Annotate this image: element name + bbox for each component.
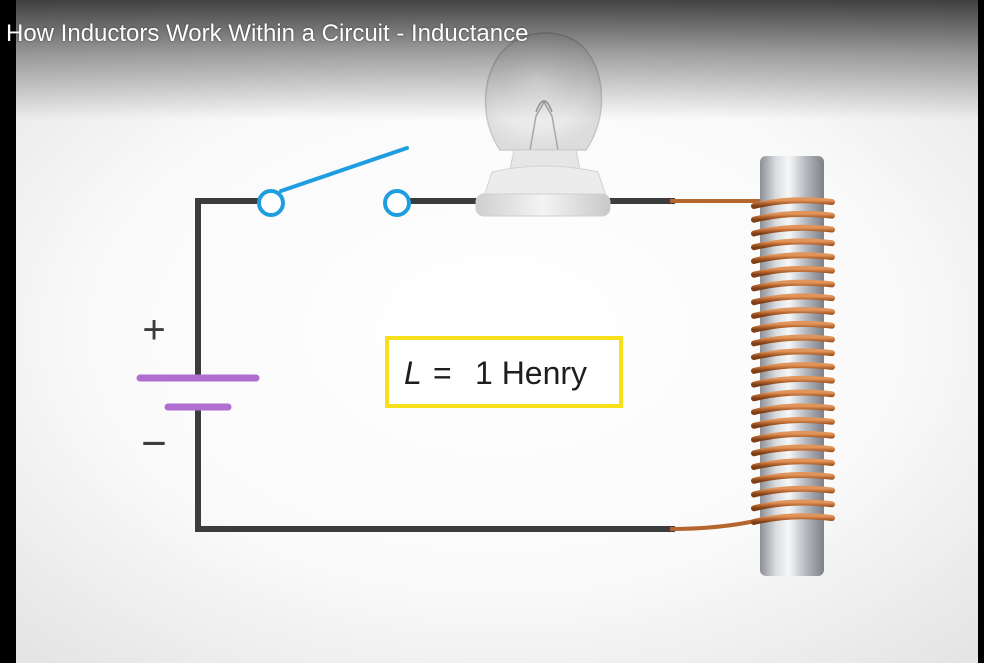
circuit-wires <box>195 198 675 532</box>
coil-turn <box>751 513 835 525</box>
coil-turn <box>751 320 835 333</box>
coil-turn <box>751 210 835 223</box>
coil-turn <box>751 444 835 457</box>
switch-lever <box>279 146 409 193</box>
coil-turn <box>751 252 835 264</box>
inductance-label-box <box>385 336 623 408</box>
coil-turn <box>751 375 835 388</box>
coil-turn <box>751 348 835 361</box>
coil-turn <box>751 472 835 484</box>
video-title[interactable]: How Inductors Work Within a Circuit - In… <box>6 20 529 47</box>
coil-turn <box>751 279 835 292</box>
battery-positive-sign: + <box>142 308 165 352</box>
battery: + − <box>136 308 260 468</box>
wire-top-left <box>195 198 265 378</box>
coil-turn <box>751 458 835 470</box>
coil-turn <box>751 499 835 512</box>
inductance-label: L = 1 Henry <box>385 336 623 408</box>
inductor-coil-icon <box>751 156 835 576</box>
coil-turn <box>751 224 835 237</box>
coil-lead-bottom <box>669 518 761 531</box>
coil-turn <box>751 334 835 347</box>
coil-turn <box>751 293 835 306</box>
coil-turn <box>751 417 835 429</box>
light-bulb-icon <box>475 32 611 217</box>
coil-turn <box>751 389 835 402</box>
inductance-equals: = <box>433 355 452 391</box>
coil-turns <box>751 197 835 525</box>
coil-turn <box>751 430 835 443</box>
inductor-leads <box>669 199 761 531</box>
inductance-symbol: L <box>404 355 422 391</box>
switch-terminal-right-icon <box>383 189 411 217</box>
switch <box>257 146 411 217</box>
wire-bottom <box>195 405 675 532</box>
coil-turn <box>751 197 835 209</box>
switch-terminal-left-icon <box>257 189 285 217</box>
coil-turn <box>751 485 835 498</box>
inductance-value: 1 Henry <box>475 355 587 391</box>
battery-negative-sign: − <box>141 419 167 468</box>
coil-turn <box>751 238 835 251</box>
coil-turn <box>751 362 835 374</box>
coil-turn <box>751 265 835 278</box>
coil-turn <box>751 403 835 416</box>
coil-turn <box>751 307 835 319</box>
